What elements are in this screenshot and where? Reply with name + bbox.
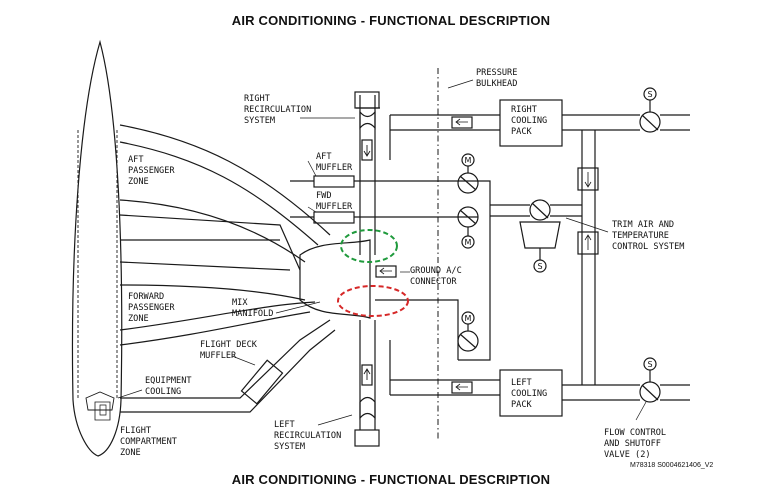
motor-icon: M (465, 156, 472, 165)
red-highlight-ellipse (337, 285, 409, 317)
label-aft-muffler: AFT MUFFLER (316, 152, 353, 173)
cockpit-window (85, 391, 115, 411)
label-ground-ac: GROUND A/C CONNECTOR (410, 266, 462, 287)
mix-manifold (299, 239, 371, 319)
solenoid-icon: S (647, 90, 652, 99)
cabin-dash-line (77, 130, 118, 400)
aft-muffler (313, 175, 355, 188)
page-title: AIR CONDITIONING - FUNCTIONAL DESCRIPTIO… (231, 13, 551, 28)
green-highlight-ellipse (340, 229, 398, 263)
label-left-recirc: LEFT RECIRCULATION SYSTEM (274, 420, 342, 452)
label-flow-control: FLOW CONTROL AND SHUTOFF VALVE (2) (604, 428, 667, 460)
label-right-recirc: RIGHT RECIRCULATION SYSTEM (244, 94, 312, 126)
fuselage-outline (71, 39, 123, 457)
label-mix-manifold: MIX MANIFOLD (232, 298, 274, 319)
label-pressure-bulkhead: PRESSURE BULKHEAD (476, 68, 518, 89)
solenoid-icon: S (647, 360, 652, 369)
fwd-muffler (313, 211, 355, 224)
label-equipment-cooling: EQUIPMENT COOLING (145, 376, 192, 397)
ground-ac-connector (375, 265, 397, 278)
figure-reference: M78318 S0004621406_V2 (630, 462, 714, 469)
page-title-bottom: AIR CONDITIONING - FUNCTIONAL DESCRIPTIO… (231, 472, 551, 487)
motor-icon: M (465, 314, 472, 323)
label-fwd-pax-zone: FORWARD PASSENGER ZONE (128, 292, 175, 324)
motor-icon: M (465, 238, 472, 247)
left-recirc-fan (354, 429, 380, 447)
solenoid-icon: S (537, 262, 542, 271)
label-trim-air: TRIM AIR AND TEMPERATURE CONTROL SYSTEM (612, 220, 685, 252)
label-right-pack: RIGHT COOLING PACK (511, 105, 548, 137)
right-cooling-pack (499, 99, 563, 147)
label-flight-deck-muffler: FLIGHT DECK MUFFLER (200, 340, 257, 361)
label-fwd-muffler: FWD MUFFLER (316, 191, 353, 212)
flight-deck-muffler (240, 359, 284, 405)
label-flight-compartment: FLIGHT COMPARTMENT ZONE (120, 426, 177, 458)
label-left-pack: LEFT COOLING PACK (511, 378, 548, 410)
left-cooling-pack (499, 369, 563, 417)
label-aft-pax-zone: AFT PASSENGER ZONE (128, 155, 175, 187)
